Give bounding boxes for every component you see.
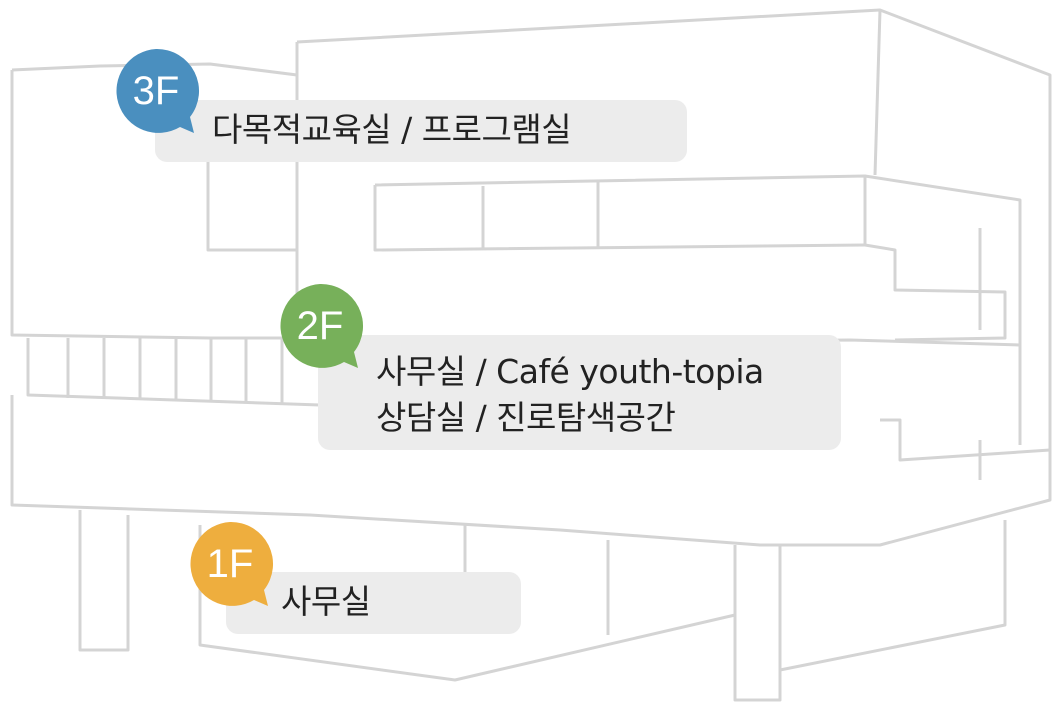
floor-2f-text-line2: 상담실 / 진로탐색공간 [376,398,676,437]
floor-2f-badge-text: 2F [296,303,344,348]
speech-bubble-icon [190,521,274,606]
floor-3f-label: 다목적교육실 / 프로그램실 [155,100,687,162]
speech-bubble-icon [280,283,364,368]
floor-3f-badge-text: 3F [132,68,180,113]
floor-2f-text-line1: 사무실 / Café youth-topia [376,352,764,391]
floor-3f-text: 다목적교육실 / 프로그램실 [212,110,572,149]
floor-2f-label: 사무실 / Café youth-topia 상담실 / 진로탐색공간 [318,335,841,450]
floor-1f-label: 사무실 [226,572,521,634]
floor-1f-badge: 1F [186,520,274,608]
floor-1f-text: 사무실 [281,582,371,621]
speech-bubble-icon [116,48,200,134]
floor-3f-badge: 3F [112,47,200,135]
floor-2f-badge: 2F [276,282,364,370]
floor-1f-badge-text: 1F [206,541,254,586]
